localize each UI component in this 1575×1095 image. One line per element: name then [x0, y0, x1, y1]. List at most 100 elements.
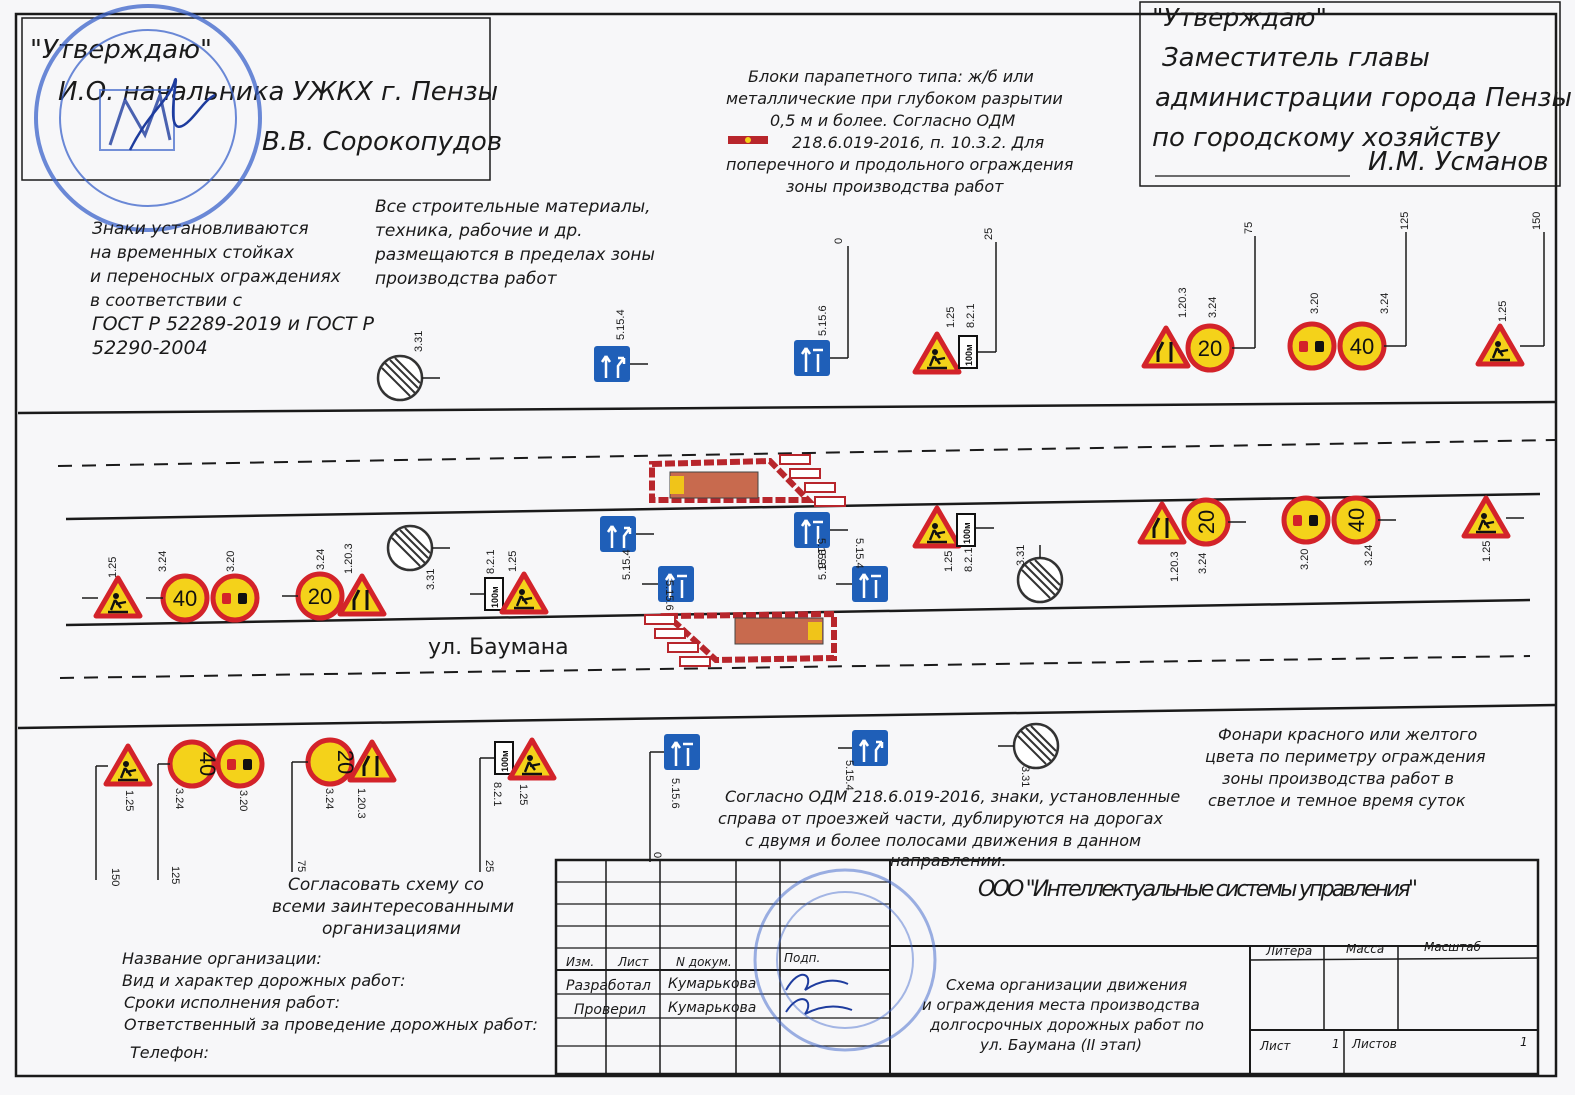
speed-limit-value: 40: [173, 586, 197, 611]
sign-code-label: 3.24: [1197, 553, 1209, 574]
sign-code-label: 8.2.1: [491, 782, 503, 806]
litera-label: Литера: [1265, 944, 1312, 958]
note-blocks-line: Блоки парапетного типа: ж/б или: [748, 67, 1034, 86]
street-name: ул. Баумана: [428, 635, 569, 660]
sign-code-label: 1.25: [945, 307, 957, 328]
sign-code-label: 8.2.1: [485, 550, 497, 574]
approval-right-line5: И.М. Усманов: [1368, 147, 1549, 177]
sign-code-label: 1.25: [943, 551, 955, 572]
approval-left-line3: В.В. Сорокопудов: [262, 127, 502, 157]
note-blocks-line: металлические при глубоком разрытии: [726, 89, 1063, 108]
drawing-frame: [14, 12, 1558, 1078]
sign-code-label: 5.15.4: [621, 549, 633, 580]
col-izm: Изм.: [566, 955, 594, 969]
title-block: Изм. Лист N докум. Подп. Разработал Кума…: [554, 858, 1540, 1076]
sign-code-label: 3.20: [1309, 293, 1321, 314]
note-lights-line: цвета по периметру ограждения: [1205, 747, 1486, 766]
note-odm-line: Согласно ОДМ 218.6.019-2016, знаки, уста…: [725, 787, 1180, 806]
sign-code-label: 1.20.3: [343, 543, 355, 574]
sign-code-label: 3.31: [425, 569, 437, 590]
parapet-block-legend: [728, 136, 768, 144]
approval-right-line1: "Утверждаю": [1152, 3, 1327, 32]
sign-code-label: 3.31: [1015, 545, 1027, 566]
sign-code-label: 1.20.3: [1169, 551, 1181, 582]
note-signs-line: на временных стойках: [90, 243, 295, 263]
approval-right-line2: Заместитель главы: [1162, 43, 1430, 73]
approval-right-line4: по городскому хозяйству: [1152, 123, 1501, 153]
signature-developer: [785, 973, 849, 991]
sign-3.20: [218, 742, 262, 786]
note-signs-line: в соответствии с: [90, 291, 243, 311]
sign-code-label: 1.20.3: [1177, 287, 1189, 318]
sign-code-label: 5.15.4: [843, 760, 855, 791]
col-sign: Подп.: [784, 951, 820, 965]
note-materials-line: производства работ: [375, 269, 558, 289]
sign-code-label: 1.25: [507, 551, 519, 572]
info-responsible: Ответственный за проведение дорожных раб…: [124, 1015, 538, 1034]
sign-code-label: 3.24: [1363, 545, 1375, 566]
note-agree-line: всеми заинтересованными: [272, 897, 514, 917]
sign-code-label: 5.15.6: [815, 538, 827, 569]
sign-3.20: [1284, 498, 1328, 542]
note-lights-line: светлое и темное время суток: [1208, 791, 1466, 810]
scheme-title-line: Схема организации движения: [946, 976, 1187, 994]
note-blocks-line: 218.6.019-2016, п. 10.3.2. Для: [792, 133, 1045, 152]
sign-code-label: 5.15.6: [817, 305, 829, 336]
note-signs: Знаки установливаются на временных стойк…: [90, 219, 374, 359]
work-zone-upper: [649, 454, 846, 507]
note-materials-line: Все строительные материалы,: [375, 197, 651, 217]
masshtab-label: Масштаб: [1424, 940, 1482, 954]
sign-code-label: 8.2.1: [965, 304, 977, 328]
sign-5.15.6: [792, 338, 832, 378]
distance-label: 150: [1531, 212, 1543, 230]
approval-box-right: [1139, 1, 1561, 187]
approval-left-line2: И.О. начальника УЖКХ г. Пензы: [58, 77, 498, 107]
sign-code-label: 3.24: [173, 788, 185, 809]
sheet-label: Лист: [1259, 1039, 1291, 1053]
work-zone-lower: [644, 610, 837, 667]
note-blocks-line: зоны производства работ: [786, 177, 1004, 196]
note-materials-line: техника, рабочие и др.: [375, 221, 583, 241]
sign-code-label: 5.15.4: [853, 538, 865, 569]
note-materials: Все строительные материалы, техника, раб…: [374, 197, 655, 289]
middle-upper-sign-row: 5.15.4 5.15.6 100м 1.25 8.2.1 3.31 20 1.…: [598, 498, 1524, 604]
distance-label: 25: [483, 860, 495, 872]
sign-3.20: [1290, 324, 1334, 368]
sign-code-label: 1.20.3: [355, 788, 367, 819]
col-list: Лист: [617, 955, 649, 969]
sign-3.31: [1012, 722, 1060, 770]
speed-limit-value: 20: [1194, 510, 1219, 534]
note-signs-line: ГОСТ Р 52289-2019 и ГОСТ Р: [92, 313, 374, 335]
barrier-stripes: [644, 614, 711, 667]
sign-code-label: 3.24: [1379, 293, 1391, 314]
sign-code-label: 1.25: [107, 557, 119, 578]
note-lights: Фонари красного или желтого цвета по пер…: [1205, 725, 1486, 810]
scheme-title-line: долгосрочных дорожных работ по: [929, 1016, 1204, 1034]
distance-label: 0: [833, 238, 845, 244]
signature-left: [128, 78, 216, 151]
sign-code-label: 3.31: [1019, 766, 1031, 787]
sign-code-label: 8.2.1: [963, 548, 975, 572]
note-signs-line: 52290-2004: [92, 337, 208, 359]
sign-code-label: 3.24: [157, 551, 169, 572]
sign-code-label: 5.15.6: [663, 580, 675, 611]
top-sign-row: 3.31 5.15.4 5.15.6 0 100м 1.25 8.2.1 25 …: [376, 212, 1545, 402]
distance-label: 0: [651, 852, 663, 858]
info-phone: Телефон:: [130, 1043, 209, 1062]
note-blocks-line: поперечного и продольного ограждения: [726, 155, 1074, 174]
distance-label: 125: [169, 866, 181, 884]
info-block: Название организации: Вид и характер дор…: [122, 949, 538, 1062]
speed-limit-value: 40: [1344, 508, 1369, 532]
speed-limit-value: 40: [1350, 334, 1374, 359]
sign-5.15.6: [850, 564, 890, 604]
sign-code-label: 3.24: [1207, 297, 1219, 318]
bottom-sign-row: 1.25 150 40 3.24 3.20 125 20 3.24 1.20.3…: [95, 722, 1060, 886]
signature-checker: [785, 998, 853, 1015]
note-agree-line: Согласовать схему со: [288, 875, 484, 895]
plate-label: 100м: [962, 522, 972, 544]
sign-code-label: 3.20: [225, 551, 237, 572]
massa-label: Масса: [1346, 942, 1384, 956]
plate-label: 100м: [500, 750, 510, 772]
